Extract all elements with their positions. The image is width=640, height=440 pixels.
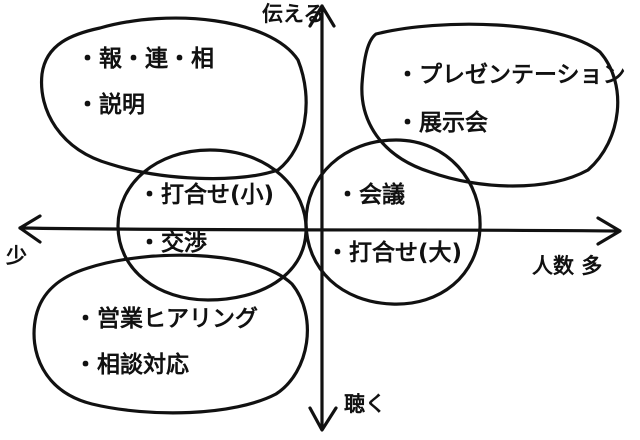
- left-circle-item: ・交渉: [138, 230, 207, 256]
- arrow-right-icon: [596, 216, 622, 246]
- right-circle-item: ・会議: [336, 182, 405, 208]
- arrow-up-icon: [308, 4, 336, 28]
- circle-left: [116, 148, 308, 302]
- arrow-down-icon: [308, 406, 338, 432]
- axis-label-bottom: 聴く: [344, 392, 386, 416]
- bottom-left-item: ・相談対応: [74, 352, 189, 378]
- top-right-item: ・プレゼンテーション: [396, 62, 626, 88]
- circle-right: [304, 138, 482, 306]
- blob-top-right: [360, 22, 620, 188]
- top-right-item: ・展示会: [396, 110, 488, 136]
- arrow-left-icon: [18, 214, 42, 244]
- blob-top-left: [39, 16, 308, 181]
- axis-label-right: 人数 多: [532, 254, 603, 278]
- top-left-item: ・報・連・相: [76, 46, 214, 72]
- axis-label-left: 少: [6, 244, 27, 268]
- axis-label-top: 伝える: [262, 2, 325, 26]
- right-circle-item: ・打合せ(大): [326, 240, 463, 266]
- bottom-left-item: ・営業ヒアリング: [74, 306, 258, 332]
- blob-bottom-left: [32, 253, 309, 415]
- vertical-axis: [320, 4, 324, 430]
- left-circle-item: ・打合せ(小): [138, 182, 275, 208]
- top-left-item: ・説明: [76, 92, 145, 118]
- horizontal-axis: [18, 226, 620, 233]
